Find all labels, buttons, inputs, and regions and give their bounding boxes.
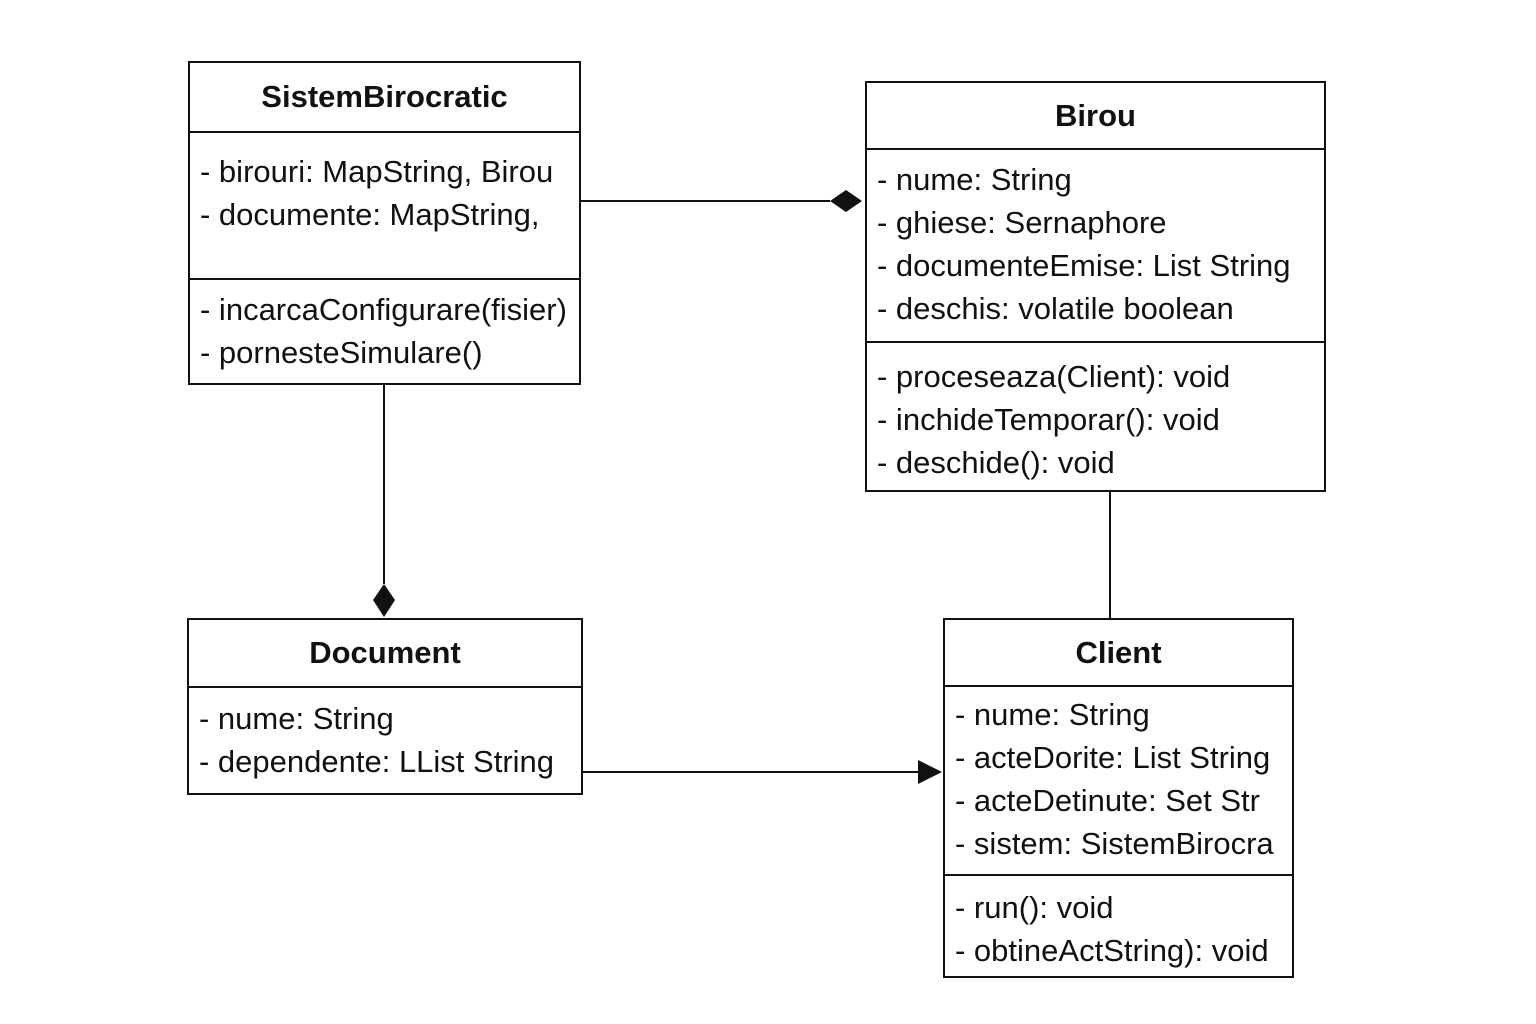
attributes-compartment: - nume: String - acteDorite: List String… [945,687,1292,876]
class-birou[interactable]: Birou - nume: String - ghiese: Sernaphor… [865,81,1326,492]
attributes-compartment: - nume: String - ghiese: Sernaphore - do… [867,150,1324,343]
operation: - proceseaza(Client): void [877,359,1231,394]
composition-diamond-birou [830,190,862,212]
operations-compartment: - run(): void - obtineActString): void [945,876,1292,972]
attribute: - deschis: volatile boolean [877,291,1234,326]
class-document[interactable]: Document - nume: String - dependente: LL… [187,618,583,795]
operation: - run(): void [955,890,1114,925]
composition-diamond-document [373,584,395,617]
class-name: Birou [867,83,1324,150]
class-name: Document [189,620,581,688]
attribute: - sistem: SistemBirocra [955,826,1274,861]
operations-compartment: - proceseaza(Client): void - inchideTemp… [867,343,1324,484]
attribute: - nume: String [877,162,1072,197]
class-client[interactable]: Client - nume: String - acteDorite: List… [943,618,1294,978]
operation: - deschide(): void [877,445,1115,480]
operations-compartment: - incarcaConfigurare(fisier) - pornesteS… [190,280,579,374]
arrowhead-client [918,760,942,784]
attribute: - documenteEmise: List String [877,248,1291,283]
class-name: SistemBirocratic [190,63,579,133]
attribute: - acteDetinute: Set Str [955,783,1260,818]
attribute: - nume: String [199,701,394,736]
attributes-compartment: - birouri: MapString, Birou - documente:… [190,133,579,280]
attribute: - documente: MapString, [200,197,540,232]
attribute: - ghiese: Sernaphore [877,205,1167,240]
operation: - inchideTemporar(): void [877,402,1220,437]
operation: - incarcaConfigurare(fisier) [200,292,567,327]
class-name: Client [945,620,1292,687]
class-sistembirocratic[interactable]: SistemBirocratic - birouri: MapString, B… [188,61,581,385]
attribute: - nume: String [955,697,1150,732]
operation: - pornesteSimulare() [200,335,483,370]
attribute: - birouri: MapString, Birou [200,154,554,189]
attributes-compartment: - nume: String - dependente: LList Strin… [189,688,581,783]
attribute: - acteDorite: List String [955,740,1271,775]
attribute: - dependente: LList String [199,744,555,779]
operation: - obtineActString): void [955,933,1269,968]
